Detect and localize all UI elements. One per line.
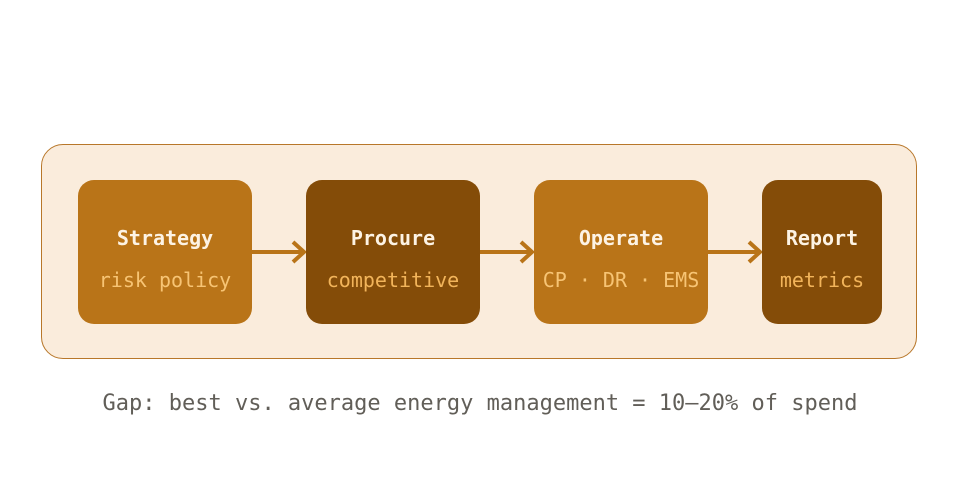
stage-operate: Operate CP · DR · EMS (534, 180, 708, 324)
stage-report-subtitle: metrics (779, 268, 865, 292)
stage-strategy-title: Strategy (116, 226, 214, 250)
stage-operate-title: Operate (578, 226, 664, 250)
stage-report-title: Report (785, 226, 859, 250)
arrow-operate-to-report (708, 240, 763, 264)
stage-procure-subtitle: competitive (326, 268, 460, 292)
stage-strategy: Strategy risk policy (78, 180, 252, 324)
stage-strategy-subtitle: risk policy (98, 268, 232, 292)
stage-procure: Procure competitive (306, 180, 480, 324)
gap-caption: Gap: best vs. average energy management … (102, 391, 858, 416)
stage-operate-subtitle: CP · DR · EMS (542, 268, 700, 292)
arrow-strategy-to-procure (252, 240, 307, 264)
stage-report: Report metrics (762, 180, 882, 324)
arrow-procure-to-operate (480, 240, 535, 264)
stage-procure-title: Procure (350, 226, 436, 250)
